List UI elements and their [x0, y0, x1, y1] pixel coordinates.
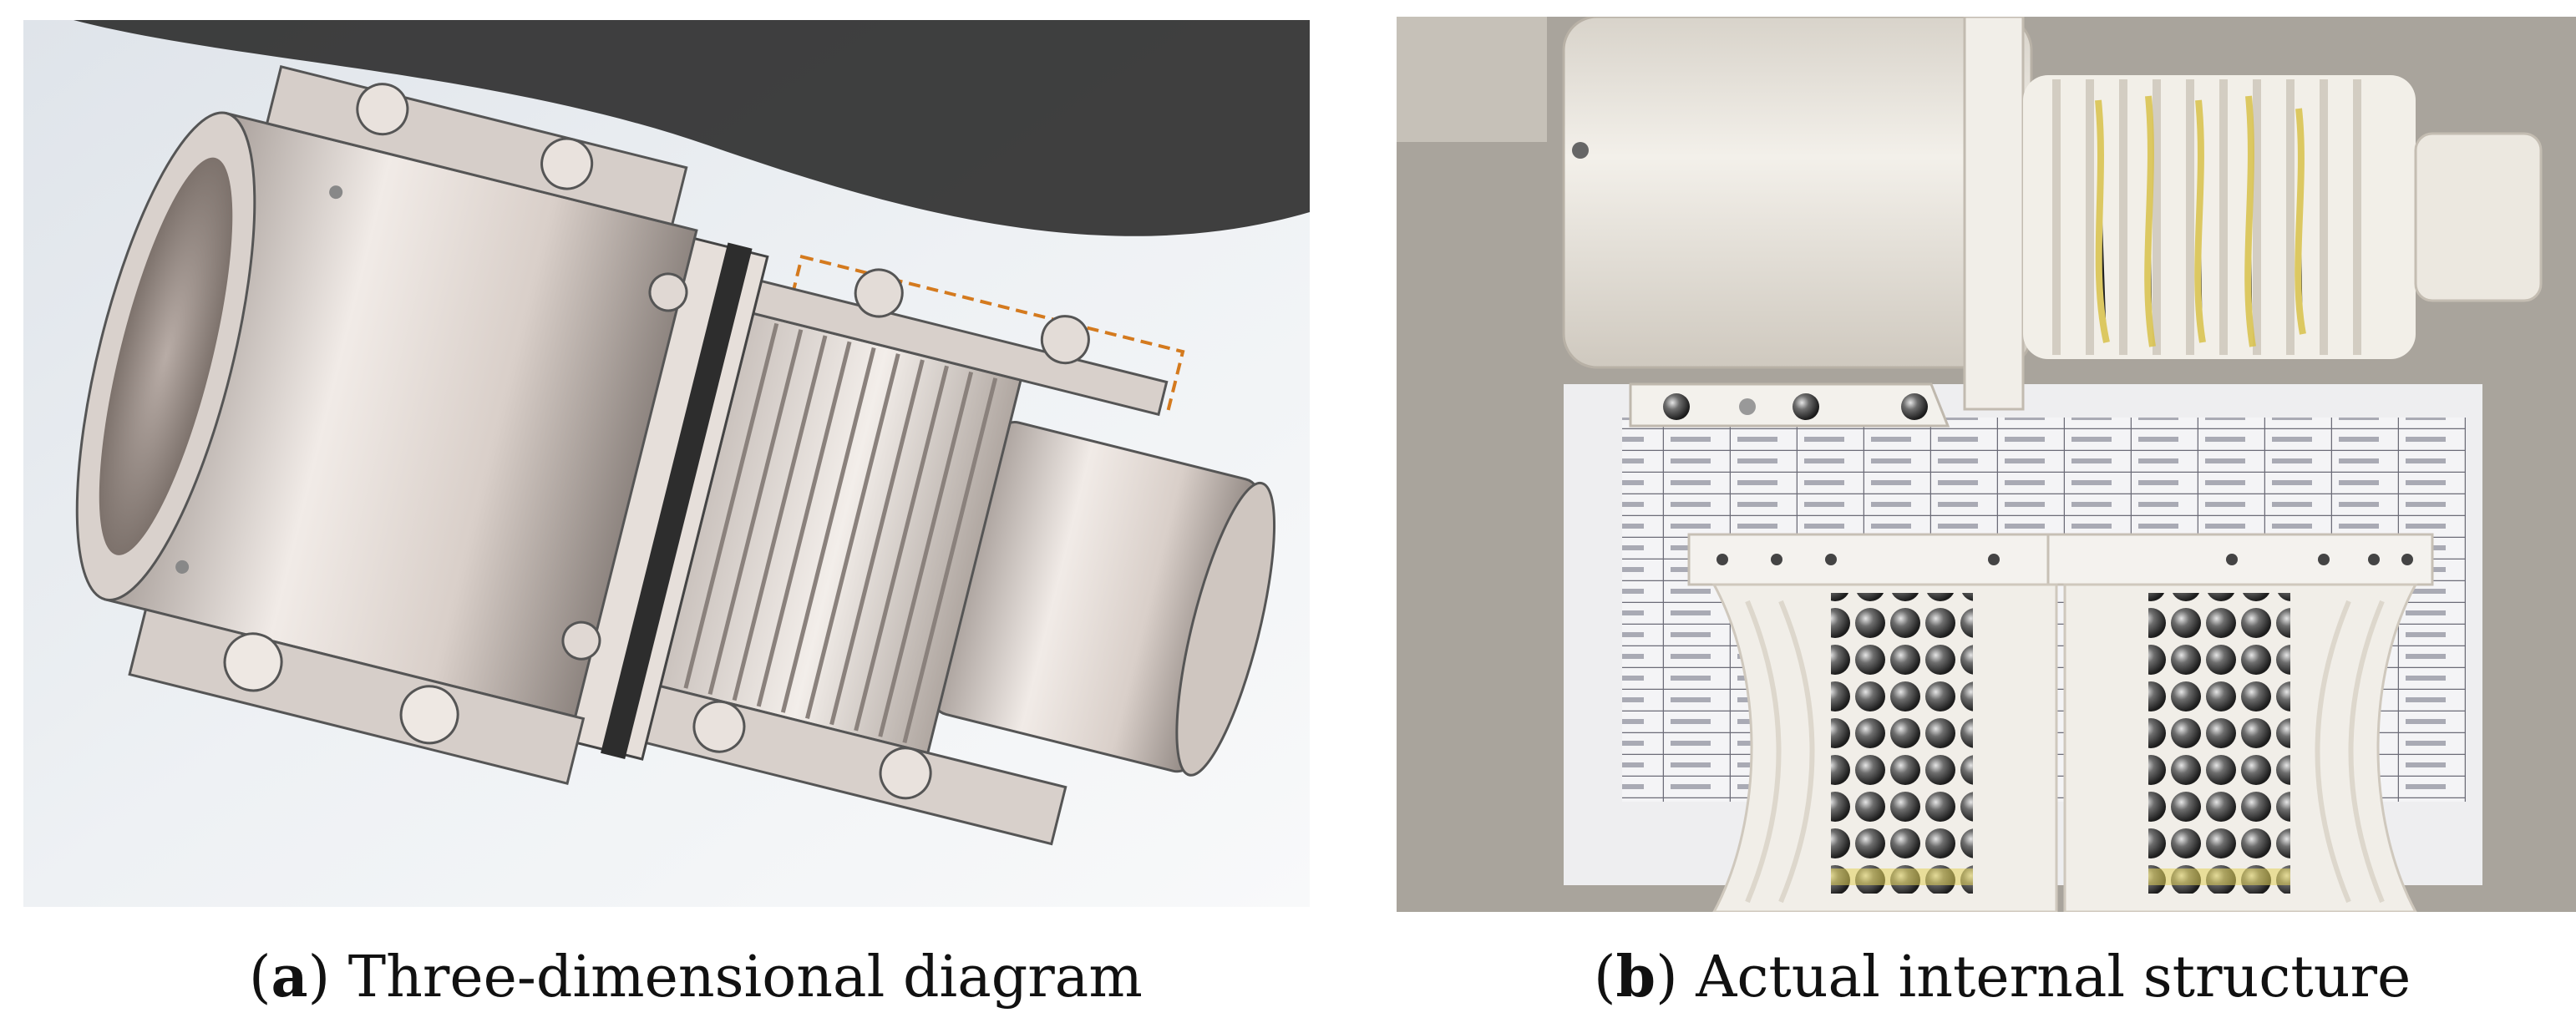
caption-a-text: Three-dimensional diagram	[347, 944, 1143, 1010]
caption-b: (b) Actual internal structure	[1594, 944, 2411, 1010]
cad-render-panel	[23, 20, 1310, 907]
cad-render-image	[23, 20, 1310, 907]
caption-b-text: Actual internal structure	[1696, 944, 2411, 1010]
caption-b-letter: b	[1615, 944, 1656, 1010]
internal-structure-photo-panel	[1397, 15, 2576, 914]
caption-a: (a) Three-dimensional diagram	[249, 944, 1143, 1010]
internal-structure-photo	[1397, 15, 2576, 914]
caption-a-letter: a	[271, 944, 308, 1010]
